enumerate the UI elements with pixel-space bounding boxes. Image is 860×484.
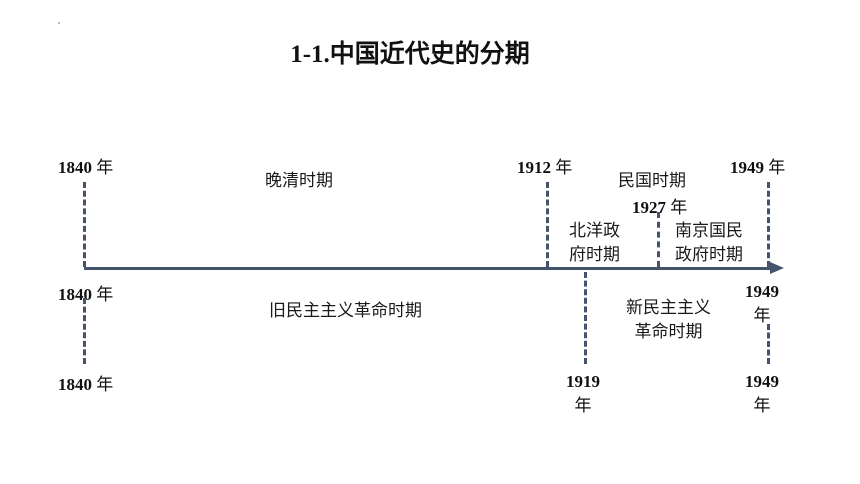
decorative-dot — [58, 22, 60, 24]
year-label-1912: 1912 年 — [517, 158, 573, 178]
year-label-1840-top: 1840 年 — [58, 158, 114, 178]
divider-1927 — [657, 212, 660, 267]
period-old-democratic-revolution: 旧民主主义革命时期 — [269, 301, 422, 321]
period-late-qing: 晚清时期 — [265, 171, 333, 191]
year-label-1840-bottom: 1840 年 — [58, 375, 114, 395]
timeline-axis — [84, 267, 772, 270]
year-label-1949-top: 1949 年 — [730, 158, 786, 178]
period-beiyang-government: 北洋政府时期 — [569, 221, 620, 265]
period-nanjing-government: 南京国民政府时期 — [675, 221, 743, 265]
period-republic: 民国时期 — [618, 171, 686, 191]
timeline-arrow-head — [770, 262, 784, 274]
divider-1840-lower — [83, 298, 86, 364]
divider-1949-lower — [767, 324, 770, 364]
period-new-democratic-revolution: 新民主主义革命时期 — [626, 298, 711, 342]
divider-1912 — [546, 182, 549, 267]
divider-1949-upper — [767, 182, 770, 267]
divider-1840-upper — [83, 182, 86, 267]
divider-1919 — [584, 272, 587, 364]
page-title: 1-1.中国近代史的分期 — [290, 41, 530, 68]
